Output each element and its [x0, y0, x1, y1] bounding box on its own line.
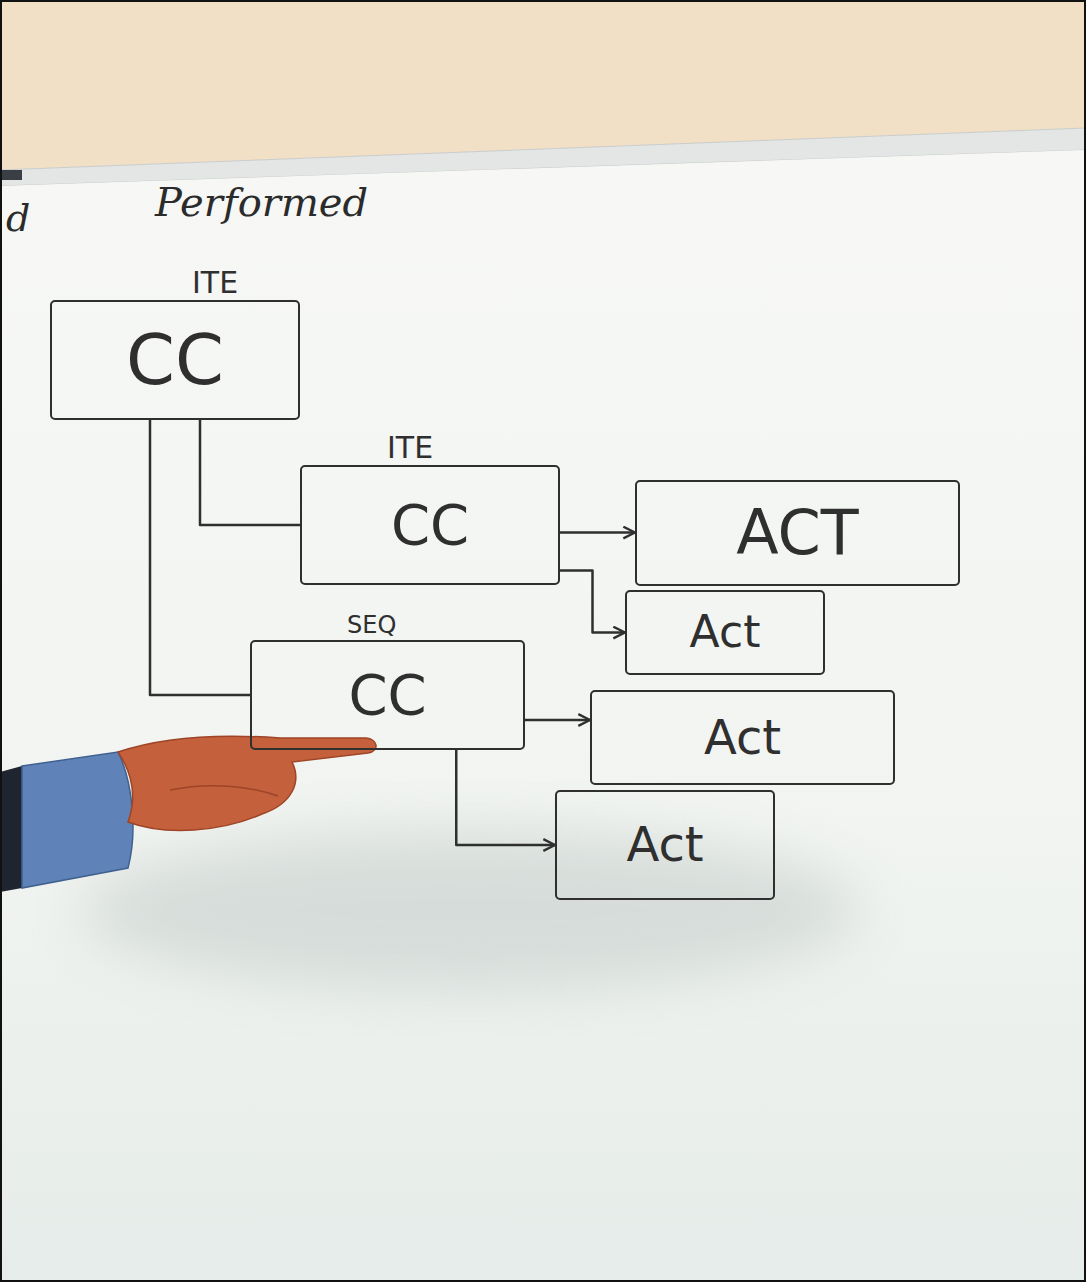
box-label: Act	[704, 710, 781, 765]
box-label: ACT	[736, 497, 859, 568]
process-box: Act	[555, 790, 775, 900]
process-box: ACT	[635, 480, 960, 586]
hand-shadow	[80, 830, 860, 990]
box-label: CC	[391, 493, 469, 557]
arrow-connector	[525, 719, 590, 722]
board-label: Performed	[155, 178, 368, 226]
knuckle-line	[170, 786, 278, 796]
arrow-connector	[456, 750, 555, 845]
connector-line	[150, 420, 250, 695]
box-label: CC	[348, 663, 426, 727]
shirt-cuff	[22, 752, 133, 888]
process-box: SEQCC	[250, 640, 525, 750]
board-label: d	[6, 196, 30, 242]
board-surface	[0, 150, 1086, 1282]
pointing-hand	[118, 736, 376, 830]
box-label: CC	[126, 320, 224, 401]
box-label: Act	[626, 817, 703, 872]
frame-corner	[0, 170, 22, 180]
box-heading: ITE	[387, 431, 433, 468]
arrow-connector	[560, 571, 625, 633]
box-heading: ITE	[192, 266, 238, 303]
connector-line	[200, 420, 300, 525]
process-box: ITECC	[300, 465, 560, 585]
jacket	[0, 766, 22, 892]
box-heading: SEQ	[347, 612, 396, 642]
process-box: Act	[625, 590, 825, 675]
process-box: ITECC	[50, 300, 300, 420]
arrow-connector	[560, 531, 635, 534]
box-label: Act	[690, 607, 761, 658]
process-box: Act	[590, 690, 895, 785]
